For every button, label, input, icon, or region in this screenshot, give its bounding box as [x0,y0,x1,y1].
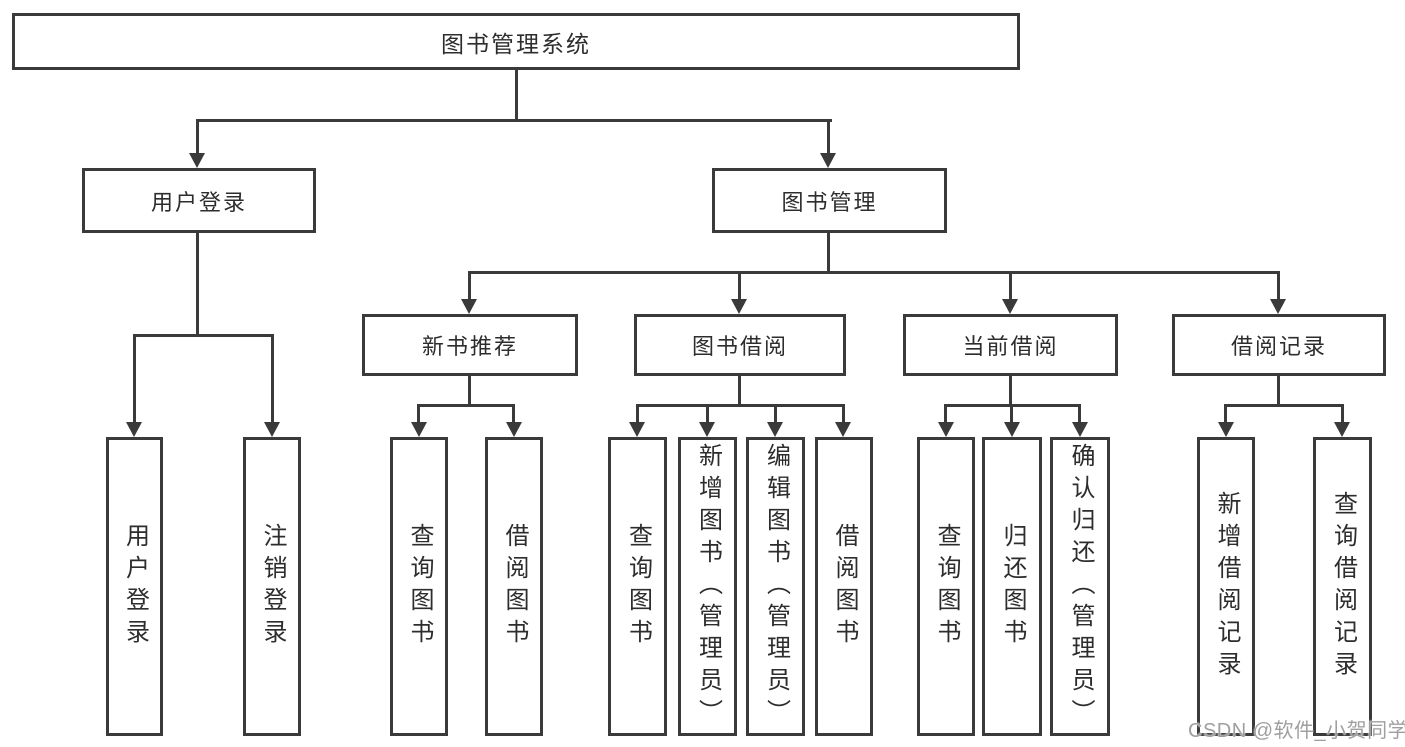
connector-drop [1224,404,1227,424]
arrow-down-icon [461,299,477,314]
leaf-return-book: 归还图书 [982,437,1042,736]
arrow-down-icon [1218,422,1234,437]
leaf-query-books: 查询图书 [608,437,667,736]
leaf-confirm-return-admin: 确认归还（管理员） [1050,437,1110,736]
leaf-query-books: 查询图书 [390,437,448,736]
arrow-down-icon [731,299,747,314]
arrow-down-icon [1072,422,1088,437]
connector-drop-user-login [196,119,199,155]
connector-drop [944,404,947,424]
connector-drop [842,404,845,424]
leaf-add-book-admin: 新增图书（管理员） [678,437,737,736]
connector-login-rail [133,334,274,337]
leaf-add-borrow-record: 新增借阅记录 [1197,437,1255,736]
node-borrow-records: 借阅记录 [1172,314,1386,376]
connector-group-rail [417,404,515,407]
connector-drop [738,271,741,301]
arrow-down-icon [1270,299,1286,314]
leaf-query-borrow-record: 查询借阅记录 [1313,437,1372,736]
arrow-down-icon [126,422,142,437]
arrow-down-icon [699,422,715,437]
arrow-down-icon [1002,299,1018,314]
leaf-borrow-books: 借阅图书 [815,437,873,736]
connector-drop [636,404,639,424]
arrow-down-icon [411,422,427,437]
leaf-logout: 注销登录 [243,437,301,736]
node-user-login: 用户登录 [82,168,316,233]
connector-group-trunk [468,374,471,406]
watermark: CSDN @软件_小贺同学 [1188,720,1405,742]
arrow-down-icon [264,422,280,437]
connector-drop [1009,271,1012,301]
connector-group-rail [1224,404,1344,407]
node-root: 图书管理系统 [12,13,1020,70]
connector-group-rail [636,404,845,407]
connector-mgmt-trunk [827,231,830,273]
arrow-down-icon [506,422,522,437]
connector-group-trunk [738,374,741,406]
arrow-down-icon [767,422,783,437]
arrow-down-icon [938,422,954,437]
node-book-borrowing: 图书借阅 [634,314,846,376]
connector-login-trunk [196,231,199,336]
connector-drop [706,404,709,424]
arrow-down-icon [835,422,851,437]
connector-drop-book-mgmt [827,119,830,155]
connector-drop [1010,404,1013,424]
arrow-down-icon [189,153,205,168]
arrow-down-icon [1004,422,1020,437]
connector-group-trunk [1277,374,1280,406]
leaf-user-login: 用户登录 [106,437,163,736]
connector-level2-rail [196,119,832,122]
node-current-borrowing: 当前借阅 [903,314,1118,376]
node-book-management: 图书管理 [712,168,947,233]
leaf-borrow-books: 借阅图书 [485,437,543,736]
connector-drop [1078,404,1081,424]
connector-drop [1341,404,1344,424]
connector-level3-rail [468,271,1280,274]
leaf-edit-book-admin: 编辑图书（管理员） [746,437,805,736]
connector-drop [1277,271,1280,301]
connector-drop [512,404,515,424]
connector-drop [468,271,471,301]
arrow-down-icon [820,153,836,168]
connector-group-trunk [1009,374,1012,406]
leaf-query-books: 查询图书 [917,437,975,736]
connector-root-trunk [515,68,518,120]
arrow-down-icon [1334,422,1350,437]
arrow-down-icon [629,422,645,437]
connector-drop [774,404,777,424]
connector-drop [133,334,136,424]
connector-drop [417,404,420,424]
node-new-book-recommend: 新书推荐 [362,314,578,376]
connector-drop [271,334,274,424]
